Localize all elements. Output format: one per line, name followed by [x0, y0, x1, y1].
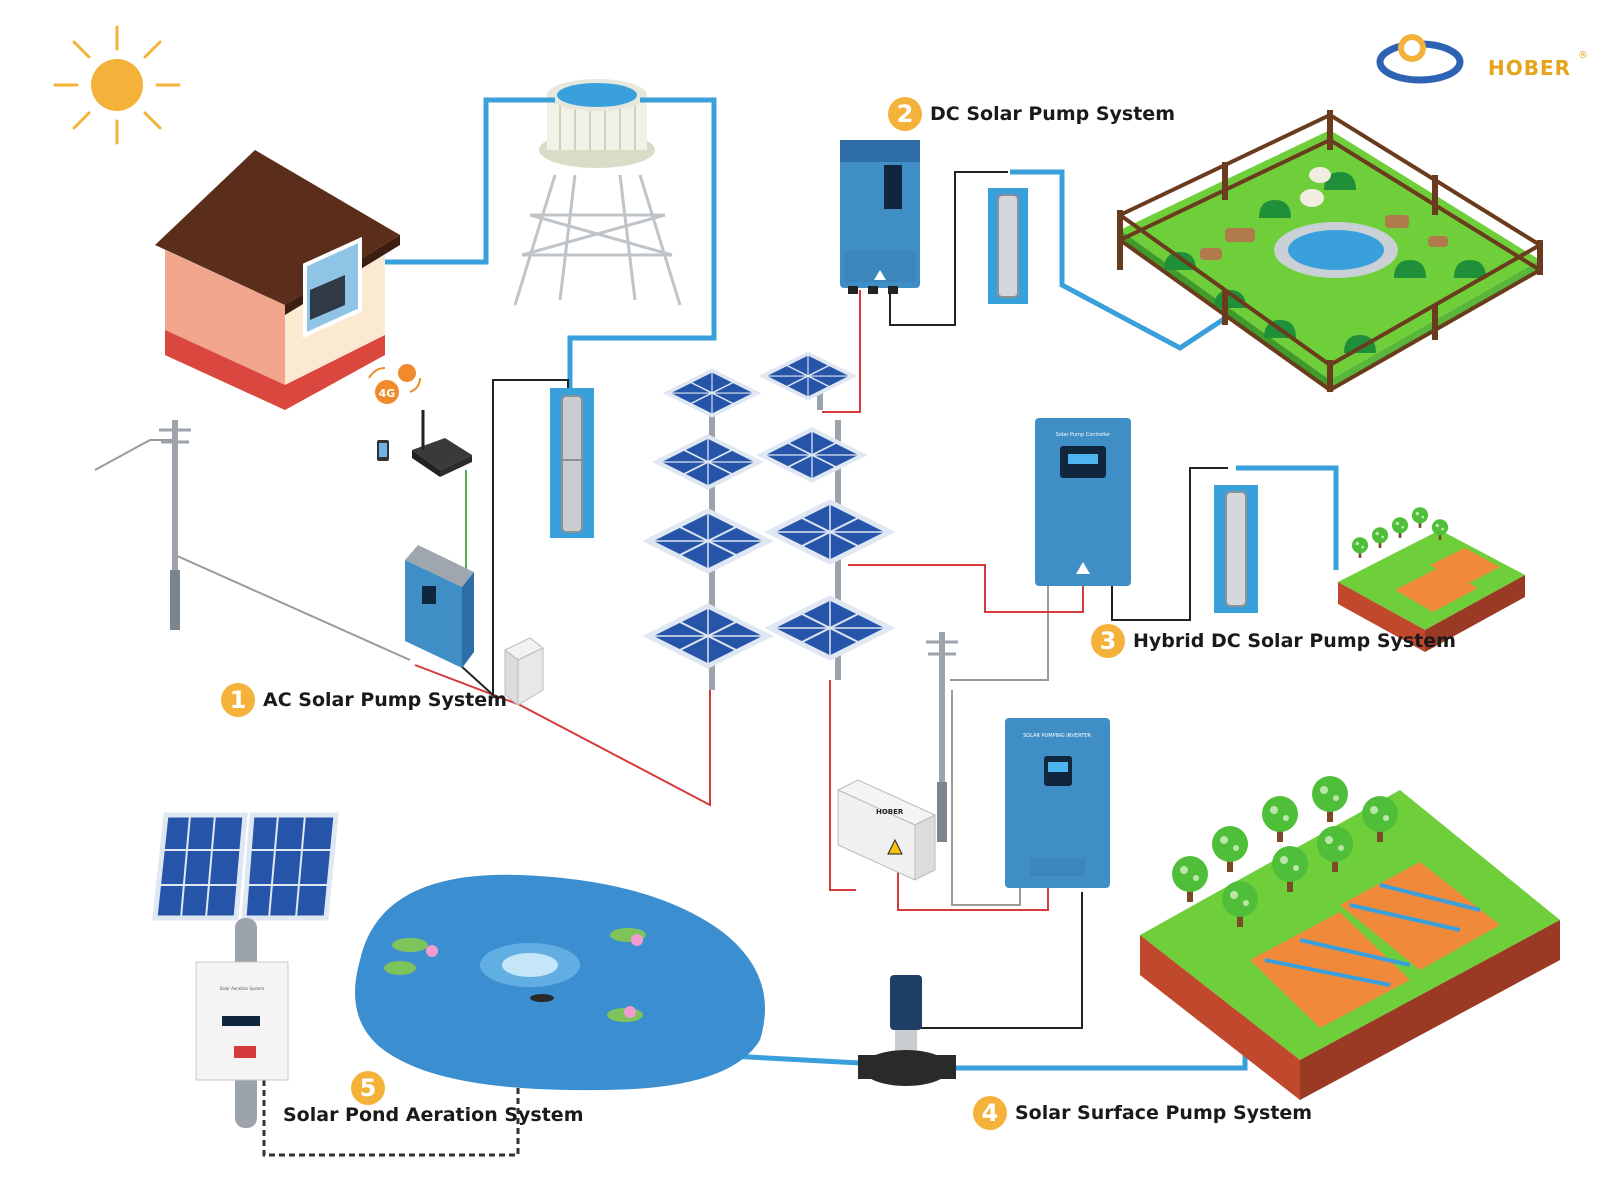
livestock-pasture [1117, 110, 1543, 393]
surface-pump [858, 975, 956, 1086]
borehole-pump-1 [550, 388, 594, 538]
number-badge-5: 5 [351, 1071, 385, 1105]
number-badge-3: 3 [1091, 624, 1125, 658]
label-text-surface: Solar Surface Pump System [1015, 1102, 1313, 1124]
grid-switch-box [504, 637, 544, 707]
surface-pump-inverter: SOLAR PUMPING INVERTER [1005, 718, 1110, 888]
label-solar-surface-pump-system: 4 Solar Surface Pump System [973, 1096, 1312, 1130]
signal-wires [459, 171, 1228, 1029]
solar-panel-array [648, 351, 890, 690]
combiner-box: HOBER [836, 779, 937, 881]
dc-pump-controller [840, 140, 920, 294]
pond [355, 874, 765, 1091]
large-farm-plot [1140, 776, 1560, 1100]
svg-text:Solar Aeration System: Solar Aeration System [220, 986, 265, 991]
label-solar-pond-aeration-system: Solar Pond Aeration System [283, 1104, 584, 1126]
number-badge-4: 4 [973, 1096, 1007, 1130]
number-badge-2: 2 [888, 97, 922, 131]
hober-logo: HOBER ® [1408, 22, 1588, 92]
svg-text:SOLAR PUMPING INVERTER: SOLAR PUMPING INVERTER [1023, 733, 1091, 739]
power-pole-right [924, 630, 960, 844]
logo-registered-mark: ® [1578, 50, 1588, 61]
ac-pump-inverter [405, 545, 474, 668]
label-text-hybrid: Hybrid DC Solar Pump System [1133, 630, 1456, 652]
dc-wires [414, 290, 1084, 911]
house [155, 150, 400, 410]
small-farm-plot [1338, 507, 1525, 652]
number-badge-1: 1 [221, 683, 255, 717]
aeration-wire [262, 1000, 520, 1157]
borehole-pump-2 [988, 188, 1028, 304]
router [412, 410, 472, 477]
logo-text: HOBER [1488, 56, 1572, 80]
label-text-ac: AC Solar Pump System [263, 689, 507, 711]
water-tower [513, 79, 682, 306]
sun-icon [53, 25, 181, 145]
smartphone-icon [377, 440, 389, 461]
wireless-signal-icon: 4G [368, 364, 421, 404]
aeration-solar-panels [152, 812, 339, 921]
label-hybrid-dc-solar-pump-system: 3 Hybrid DC Solar Pump System [1091, 624, 1456, 658]
power-pole-left [157, 418, 193, 632]
hober-logo-mark [1376, 34, 1464, 84]
aeration-control-box: Solar Aeration System [195, 961, 289, 1081]
svg-text:HOBER: HOBER [876, 808, 904, 816]
borehole-pump-3 [1214, 485, 1258, 613]
label-dc-solar-pump-system: 2 DC Solar Pump System [888, 97, 1175, 131]
label-text-dc: DC Solar Pump System [930, 103, 1175, 125]
svg-text:4G: 4G [379, 387, 396, 400]
label-ac-solar-pump-system: 1 AC Solar Pump System [221, 683, 507, 717]
svg-text:Solar Pump Controller: Solar Pump Controller [1056, 432, 1112, 438]
hybrid-pump-controller: Solar Pump Controller [1035, 418, 1131, 586]
